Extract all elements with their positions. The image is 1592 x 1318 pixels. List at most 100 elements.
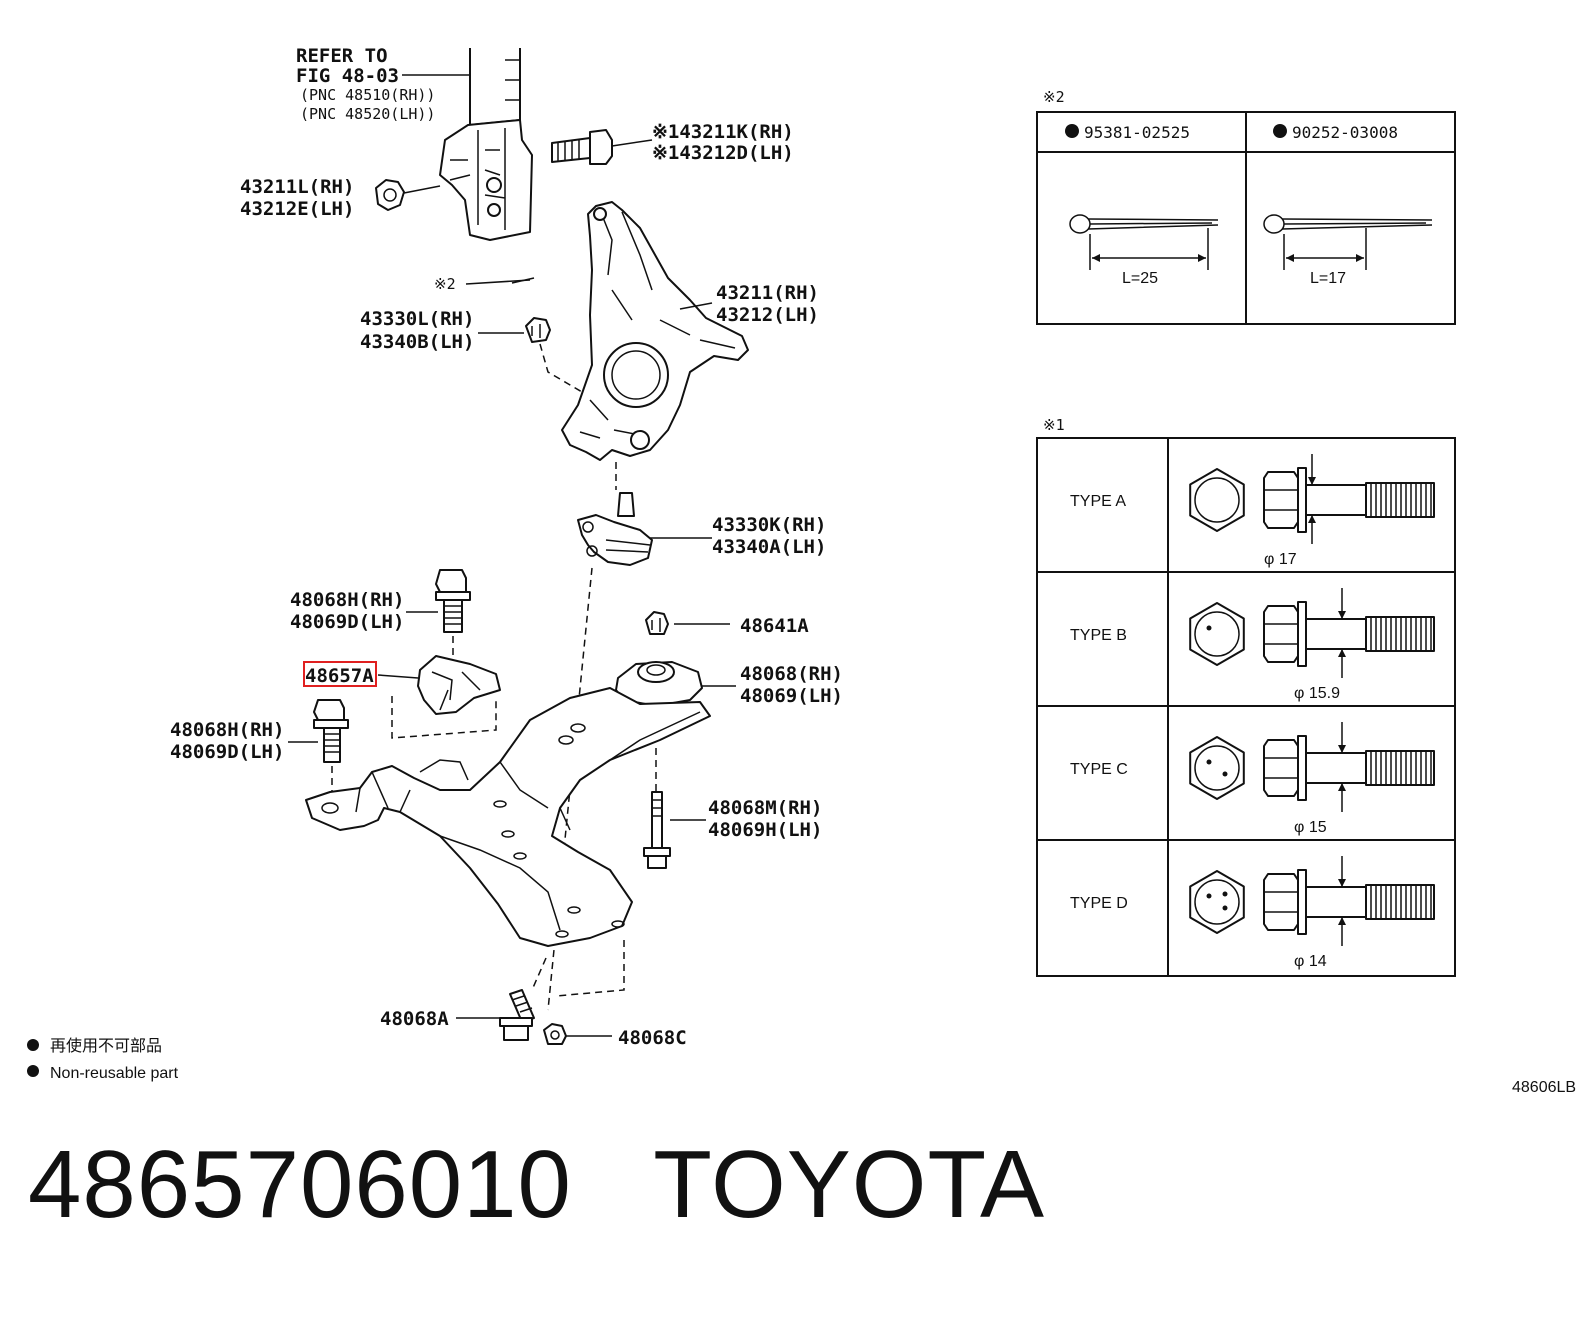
legend-cn: 再使用不可部品 bbox=[50, 1037, 162, 1055]
callout-48657A[interactable]: 48657A bbox=[305, 665, 374, 687]
callout-48641A: 48641A bbox=[740, 615, 809, 637]
bolt-48068A-drawing bbox=[456, 989, 535, 1041]
bullet-icon bbox=[1273, 124, 1287, 138]
table2-len1: L=25 bbox=[1122, 270, 1158, 287]
id-mark-dot bbox=[1222, 771, 1228, 777]
cotter-pin-table: ※2 95381-02525 90252-03008 L=25 L=17 bbox=[1036, 88, 1456, 325]
hex-head-circle bbox=[1194, 745, 1240, 791]
callout-43340B: 43340B(LH) bbox=[360, 331, 474, 353]
caption: 4865706010 TOYOTA bbox=[28, 1130, 1045, 1240]
bolt-head-line bbox=[1264, 623, 1298, 645]
callout-43340A: 43340A(LH) bbox=[712, 536, 826, 558]
id-mark-dot bbox=[1222, 905, 1228, 911]
nut-48641A-drawing bbox=[645, 611, 730, 635]
callout-43211L: 43211L(RH) bbox=[240, 176, 354, 198]
bracket-48657A-drawing bbox=[377, 655, 501, 739]
legend-en: Non-reusable part bbox=[50, 1065, 179, 1082]
callout-43211K: ※143211K(RH) bbox=[652, 121, 794, 143]
callout-43212: 43212(LH) bbox=[716, 304, 819, 326]
bolt-type-row: TYPE B φ 15.9 bbox=[1070, 588, 1435, 702]
refer-to-text: REFER TO bbox=[296, 45, 388, 67]
callout-48069D-top: 48069D(LH) bbox=[290, 611, 404, 633]
strut-bracket-drawing bbox=[439, 48, 533, 241]
bullet-icon bbox=[1065, 124, 1079, 138]
callout-48069H: 48069H(LH) bbox=[708, 819, 822, 841]
legend: 再使用不可部品 Non-reusable part bbox=[27, 1037, 179, 1082]
bolt-shank bbox=[1305, 886, 1367, 918]
table2-title: ※2 bbox=[1043, 88, 1065, 106]
callout-43330K: 43330K(RH) bbox=[712, 514, 826, 536]
table2-part1: 95381-02525 bbox=[1084, 123, 1190, 142]
bolt-type-row: TYPE D φ 14 bbox=[1070, 856, 1435, 970]
bolt-flange bbox=[1297, 467, 1307, 533]
callout-48068H-top: 48068H(RH) bbox=[290, 589, 404, 611]
id-mark-dot bbox=[1222, 891, 1228, 897]
bolt-type-row: TYPE Aφ 17 bbox=[1070, 454, 1435, 568]
fig-ref-text: FIG 48-03 bbox=[296, 65, 399, 87]
bolt-head-side bbox=[1263, 739, 1299, 797]
callout-48068M: 48068M(RH) bbox=[708, 797, 822, 819]
thread-lines bbox=[1370, 617, 1432, 651]
bolt-48068H-left-drawing bbox=[288, 699, 349, 800]
caption-brand: TOYOTA bbox=[653, 1131, 1046, 1238]
table2-len2: L=17 bbox=[1310, 270, 1346, 287]
bolt-shank bbox=[1305, 484, 1367, 516]
id-mark-dot bbox=[1206, 759, 1212, 765]
callout-43212E: 43212E(LH) bbox=[240, 198, 354, 220]
pnc-lh-text: (PNC 48520(LH)) bbox=[300, 105, 435, 123]
hex-head-circle bbox=[1194, 611, 1240, 657]
callout-48069: 48069(LH) bbox=[740, 685, 843, 707]
bolt-43211K-drawing bbox=[551, 129, 653, 165]
bushing-48068-drawing bbox=[615, 661, 736, 707]
callout-48069D-left: 48069D(LH) bbox=[170, 741, 284, 763]
id-mark-dot bbox=[1206, 893, 1212, 899]
table1-title: ※1 bbox=[1043, 416, 1065, 434]
bolt-head-side bbox=[1263, 605, 1299, 663]
callout-48068H-left: 48068H(RH) bbox=[170, 719, 284, 741]
cotter-pin-17-drawing bbox=[1263, 214, 1433, 270]
bullet-icon bbox=[27, 1039, 39, 1051]
bolt-shank bbox=[1305, 618, 1367, 650]
bolt-type-label: TYPE D bbox=[1070, 895, 1128, 912]
highlight-box-48657A bbox=[303, 661, 377, 687]
bolt-thread bbox=[1365, 884, 1435, 920]
callout-43330L: 43330L(RH) bbox=[360, 308, 474, 330]
bolt-flange bbox=[1297, 601, 1307, 667]
bolt-head-side bbox=[1263, 873, 1299, 931]
bolt-flange bbox=[1297, 869, 1307, 935]
bolt-thread bbox=[1365, 750, 1435, 786]
strut-reference-note: REFER TO FIG 48-03 (PNC 48510(RH)) (PNC … bbox=[296, 45, 474, 123]
bolt-thread bbox=[1365, 482, 1435, 518]
steering-knuckle-drawing bbox=[561, 201, 749, 461]
hex-head-top-view bbox=[1189, 602, 1245, 666]
bolt-head-line bbox=[1264, 489, 1298, 511]
bolt-flange bbox=[1297, 735, 1307, 801]
bolt-head-line bbox=[1264, 891, 1298, 913]
cotter-pin-drawing bbox=[511, 277, 535, 284]
nut-43211L-drawing bbox=[375, 179, 441, 211]
bolt-head-line bbox=[1264, 757, 1298, 779]
bolt-type-label: TYPE B bbox=[1070, 627, 1127, 644]
diameter-label: φ 14 bbox=[1294, 953, 1327, 970]
diameter-label: φ 15 bbox=[1294, 819, 1327, 836]
bolt-type-row: TYPE C φ 15 bbox=[1070, 722, 1435, 836]
hex-head-top-view bbox=[1189, 736, 1245, 800]
hex-head-circle bbox=[1194, 477, 1240, 523]
lower-control-arm-drawing bbox=[305, 687, 711, 997]
bolt-48068H-top-drawing bbox=[406, 569, 471, 668]
callout-48068A: 48068A bbox=[380, 1008, 449, 1030]
thread-lines bbox=[1370, 751, 1432, 785]
nut-48068C-drawing bbox=[543, 1023, 612, 1045]
thread-lines bbox=[1370, 885, 1432, 919]
diameter-label: φ 15.9 bbox=[1294, 685, 1340, 702]
bolt-type-label: TYPE C bbox=[1070, 761, 1128, 778]
bolt-shank bbox=[1305, 752, 1367, 784]
thread-lines bbox=[1370, 483, 1432, 517]
ball-joint-drawing bbox=[547, 462, 712, 1011]
hex-head-circle bbox=[1194, 879, 1240, 925]
caption-part-number: 4865706010 bbox=[28, 1131, 572, 1238]
table2-part2: 90252-03008 bbox=[1292, 123, 1398, 142]
callout-48068C: 48068C bbox=[618, 1027, 687, 1049]
